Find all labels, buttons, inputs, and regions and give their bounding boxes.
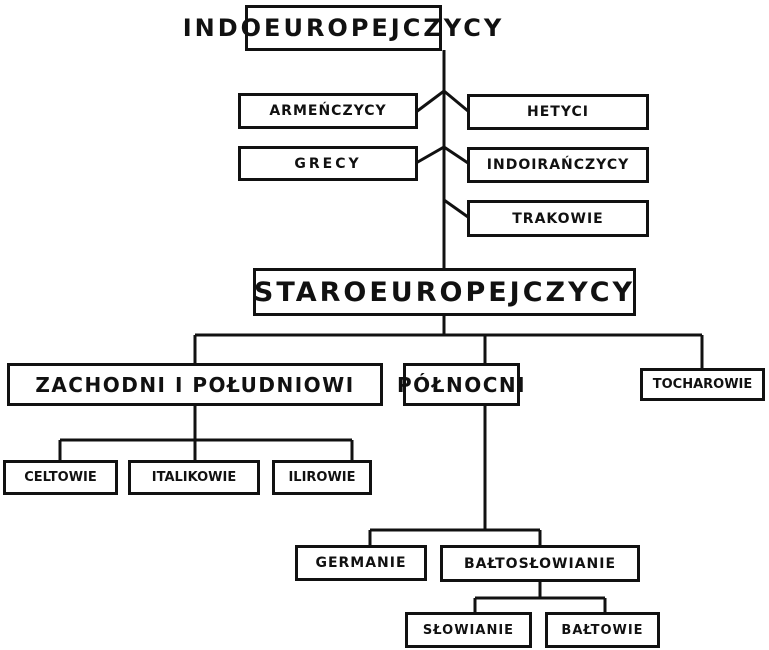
node-armenczycy: ARMEŃCZYCY <box>238 93 418 129</box>
node-ilirowie: ILIROWIE <box>272 460 372 495</box>
node-italikowie: ITALIKOWIE <box>128 460 260 495</box>
node-celtowie: CELTOWIE <box>3 460 118 495</box>
node-hetyci: HETYCI <box>467 94 649 130</box>
node-indoiranczycy: INDOIRAŃCZYCY <box>467 147 649 183</box>
node-baltowie: BAŁTOWIE <box>545 612 660 648</box>
node-zachodni-i-poludniowi: ZACHODNI I POŁUDNIOWI <box>7 363 383 406</box>
node-grecy: GRECY <box>238 146 418 181</box>
connector <box>443 198 469 219</box>
node-trakowie: TRAKOWIE <box>467 200 649 237</box>
node-staroeuropejczycy: STAROEUROPEJCZYCY <box>253 268 636 316</box>
node-polnocni: PÓŁNOCNI <box>397 363 525 406</box>
connector <box>415 89 469 114</box>
node-baltoslowianie: BAŁTOSŁOWIANIE <box>440 545 640 582</box>
connector <box>415 145 469 165</box>
node-germanie: GERMANIE <box>295 545 427 581</box>
node-indoeuropejczycy: INDOEUROPEJCZYCY <box>183 5 501 51</box>
node-slowianie: SŁOWIANIE <box>405 612 532 648</box>
node-tocharowie: TOCHAROWIE <box>640 368 765 401</box>
